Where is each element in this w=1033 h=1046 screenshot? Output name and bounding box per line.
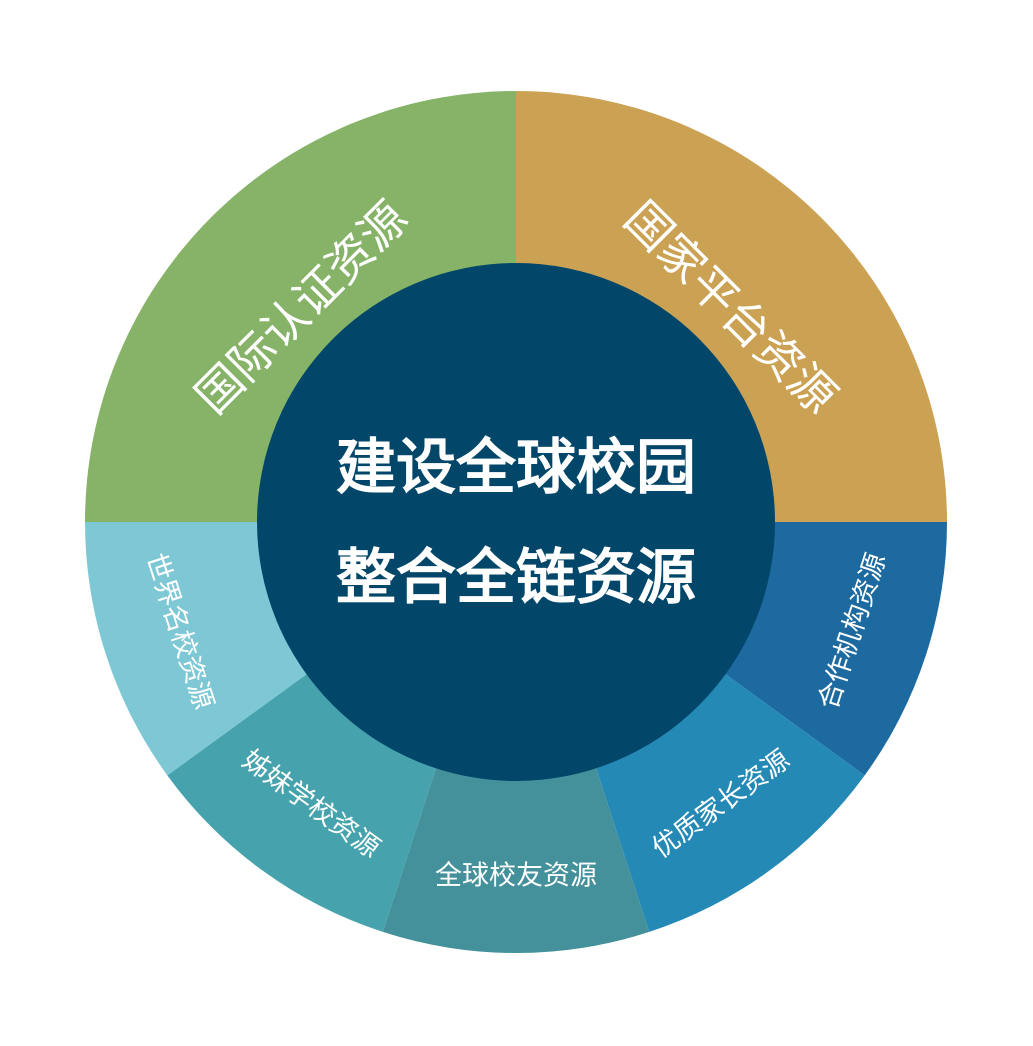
center-title-line1: 建设全球校园 (336, 433, 696, 503)
center-circle (257, 263, 775, 781)
segment-label-global-alumni: 全球校友资源 (435, 861, 597, 892)
center-title-line2: 整合全链资源 (336, 543, 696, 613)
